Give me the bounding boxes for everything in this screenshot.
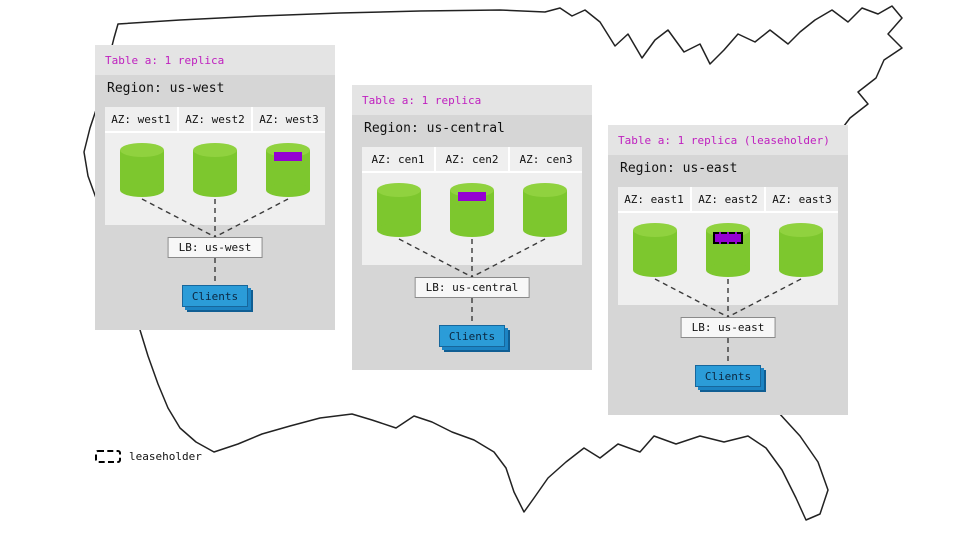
region-panel-us-central: Table a: 1 replica Region: us-central AZ…: [352, 85, 592, 370]
replica-title: Table a: 1 replica: [362, 93, 482, 107]
database-cylinder: [779, 223, 824, 277]
database-cylinder: [192, 143, 237, 197]
leaseholder-swatch-icon: [95, 450, 121, 463]
panel-header: Table a: 1 replica: [352, 85, 592, 115]
legend-label: leaseholder: [129, 450, 202, 463]
az-label: AZ: cen3: [519, 152, 573, 166]
az-label: AZ: east1: [618, 187, 692, 211]
load-balancer: LB: us-west: [167, 237, 263, 258]
region-label: Region: us-east: [620, 161, 738, 176]
load-balancer: LB: us-east: [680, 317, 776, 338]
az-label: AZ: east3: [772, 192, 832, 206]
az-label: AZ: cen2: [436, 147, 510, 171]
az-box: AZ: west1 AZ: west2 AZ: west3: [105, 107, 325, 225]
load-balancer: LB: us-central: [414, 277, 530, 298]
az-label: AZ: east2: [692, 187, 766, 211]
region-panel-us-east: Table a: 1 replica (leaseholder) Region:…: [608, 125, 848, 415]
database-cylinder: [119, 143, 164, 197]
panel-header: Table a: 1 replica (leaseholder): [608, 125, 848, 155]
clients-box: Clients: [695, 365, 761, 387]
leaseholder-badge: [712, 232, 743, 244]
database-cylinder: [449, 183, 494, 237]
replica-badge: [457, 192, 486, 201]
clients-box: Clients: [439, 325, 505, 347]
az-box: AZ: cen1 AZ: cen2 AZ: cen3: [362, 147, 582, 265]
database-cylinder: [266, 143, 311, 197]
replica-title: Table a: 1 replica: [105, 53, 225, 67]
database-cylinder: [376, 183, 421, 237]
az-box: AZ: east1 AZ: east2 AZ: east3: [618, 187, 838, 305]
region-label: Region: us-central: [364, 121, 505, 136]
region-panel-us-west: Table a: 1 replica Region: us-west AZ: w…: [95, 45, 335, 330]
legend-leaseholder: leaseholder: [95, 450, 202, 463]
database-cylinder: [523, 183, 568, 237]
az-label: AZ: west3: [259, 112, 319, 126]
az-label: AZ: west2: [179, 107, 253, 131]
clients-box: Clients: [182, 285, 248, 307]
database-cylinder: [705, 223, 750, 277]
database-cylinder: [632, 223, 677, 277]
replica-title: Table a: 1 replica (leaseholder): [618, 133, 830, 147]
replica-badge: [274, 152, 303, 161]
panel-header: Table a: 1 replica: [95, 45, 335, 75]
az-label: AZ: cen1: [362, 147, 436, 171]
az-label: AZ: west1: [105, 107, 179, 131]
region-label: Region: us-west: [107, 81, 225, 96]
